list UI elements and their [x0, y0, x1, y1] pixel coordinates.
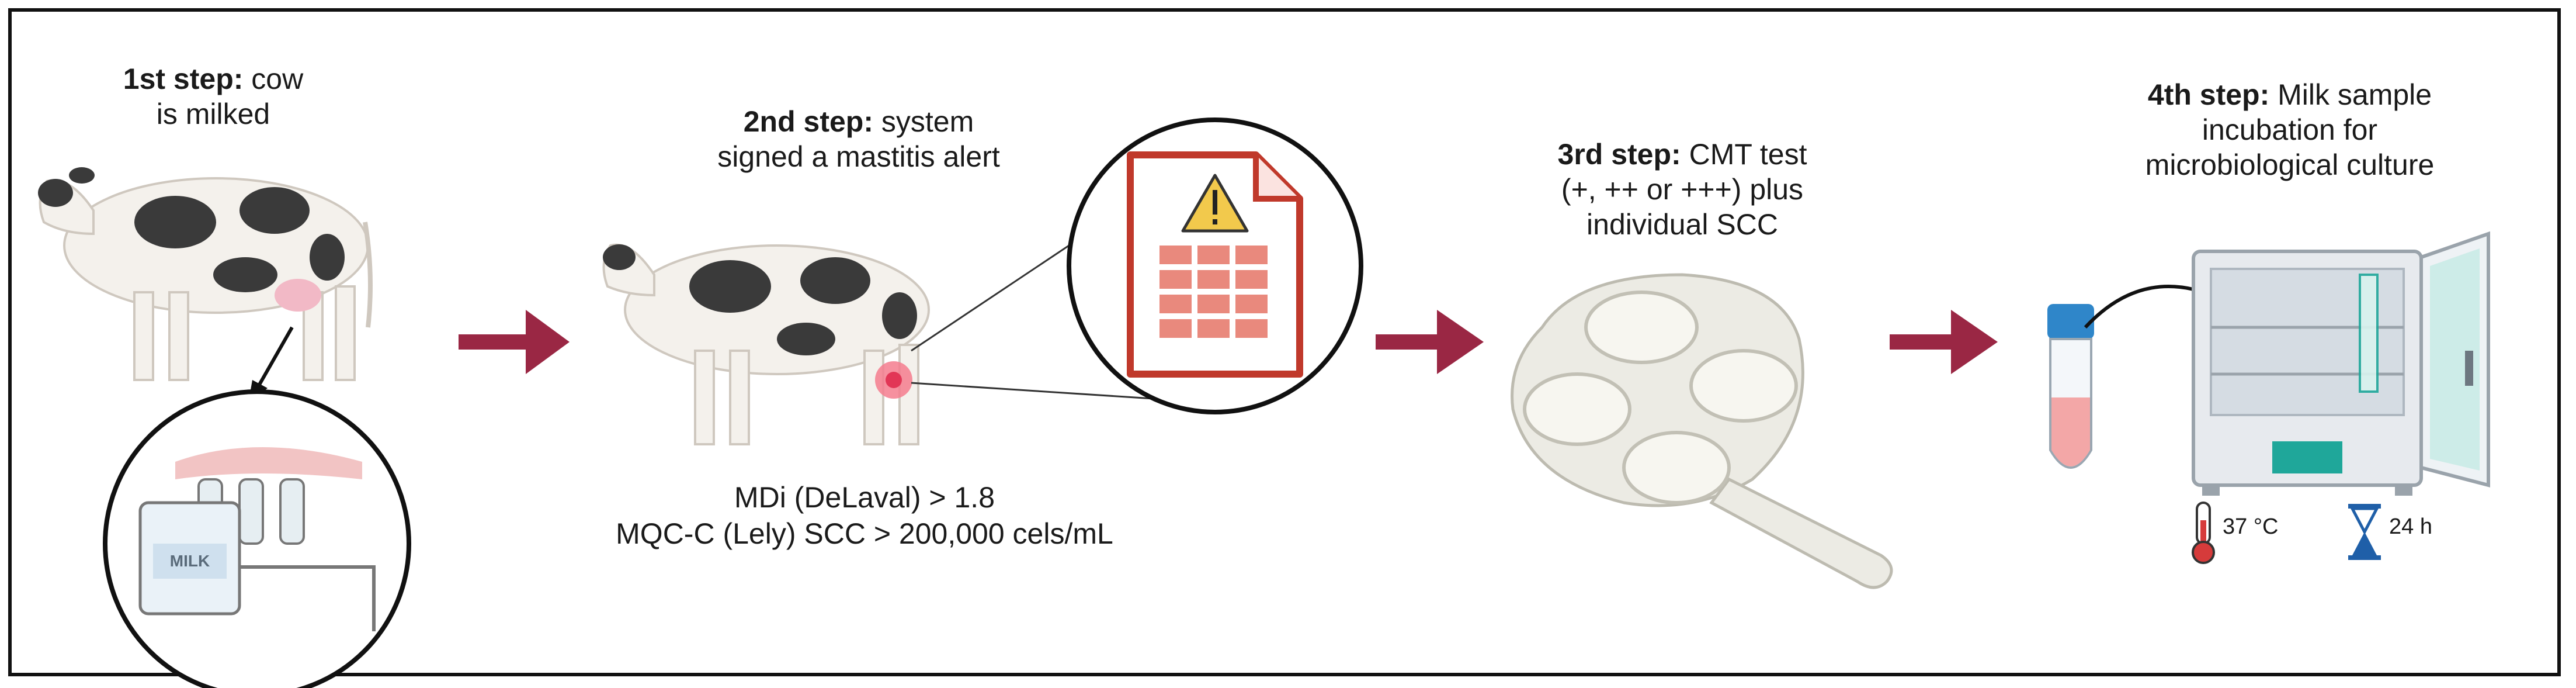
step-2-text-line2: signed a mastitis alert — [717, 140, 1000, 173]
step-4-caption: 4th step: Milk sample incubation for mic… — [2068, 77, 2512, 182]
diagram-frame — [8, 8, 2561, 676]
step-3-text-line2: (+, ++ or +++) plus — [1561, 173, 1804, 206]
cmt-paddle-illustration — [1511, 273, 1893, 589]
incubation-time: 24 h — [2389, 514, 2432, 539]
milking-pointer-arrow — [255, 326, 294, 390]
step-3-label: 3rd step: — [1557, 138, 1681, 171]
step-2-caption: 2nd step: system signed a mastitis alert — [637, 104, 1081, 174]
step-1-caption: 1st step: cow is milked — [88, 61, 339, 132]
zoom-line-bottom — [911, 382, 1181, 402]
step-2-text-line1: system — [881, 105, 974, 138]
step-3-text-line1: CMT test — [1689, 138, 1807, 171]
step-1-label: 1st step: — [123, 63, 244, 95]
arrow-step-1-to-2 — [459, 310, 570, 374]
step-4-text-line2: incubation for — [2202, 113, 2378, 146]
incubation-temperature: 37 °C — [2223, 514, 2279, 539]
sample-tube-illustration — [2047, 304, 2094, 469]
cow-2-illustration — [602, 243, 930, 445]
step-3-text-line3: individual SCC — [1586, 208, 1778, 241]
step-3-caption: 3rd step: CMT test (+, ++ or +++) plus i… — [1472, 137, 1893, 242]
alert-criterion-scc: MQC-C (Lely) SCC > 200,000 cels/mL — [616, 517, 1113, 550]
alert-criteria: MDi (DeLaval) > 1.8 MQC-C (Lely) SCC > 2… — [514, 479, 1215, 552]
step-1-text-line1: cow — [251, 63, 304, 95]
alert-document-icon — [1067, 117, 1363, 414]
step-4-text-line1: Milk sample — [2278, 78, 2432, 111]
hourglass-icon — [2348, 504, 2381, 560]
alert-criterion-mdi: MDi (DeLaval) > 1.8 — [734, 481, 995, 514]
arrow-step-2-to-3 — [1376, 310, 1484, 374]
warning-icon — [1181, 174, 1249, 233]
step-1-text-line2: is milked — [156, 98, 270, 130]
incubator-illustration — [2192, 231, 2490, 496]
milk-container-label: MILK — [169, 552, 210, 570]
cow-1-illustration — [38, 167, 373, 381]
step-2-label: 2nd step: — [743, 105, 873, 138]
thermometer-icon — [2192, 502, 2215, 564]
milking-machine-circle — [103, 389, 411, 688]
arrow-step-3-to-4 — [1890, 310, 1998, 374]
step-4-label: 4th step: — [2147, 78, 2270, 111]
step-4-text-line3: microbiological culture — [2145, 148, 2435, 181]
